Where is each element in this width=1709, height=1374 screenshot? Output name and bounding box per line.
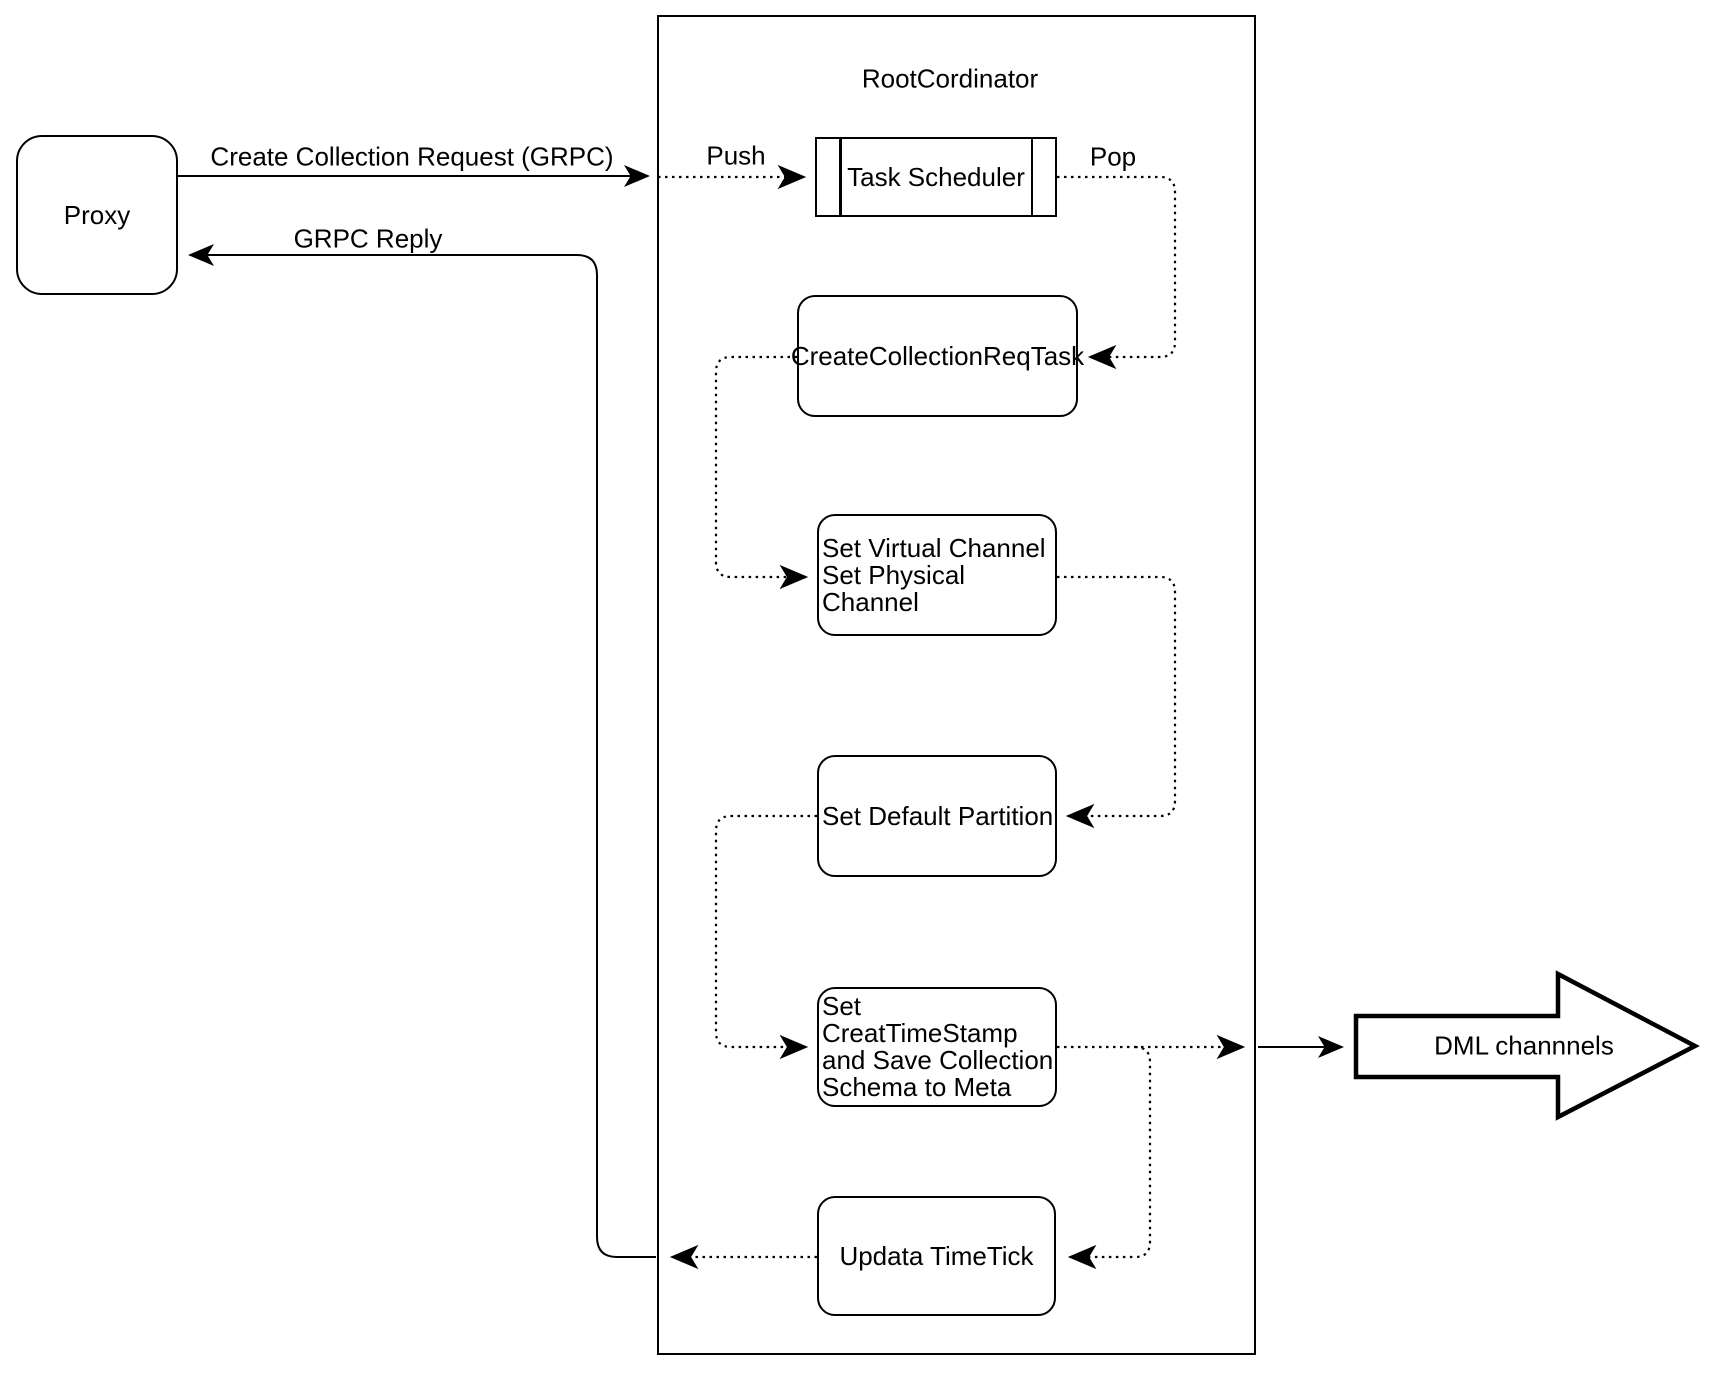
edge-timestamp-to-timetick bbox=[1067, 1045, 1152, 1270]
set-create-timestamp-node: Set CreatTimeStamp and Save Collection S… bbox=[817, 987, 1057, 1107]
proxy-node: Proxy bbox=[16, 135, 178, 295]
edge-partition-to-timestamp bbox=[714, 814, 817, 1060]
edge-pop bbox=[1057, 175, 1177, 370]
edge-label-grpc-reply: GRPC Reply bbox=[293, 223, 443, 254]
root-coordinator-title: RootCordinator bbox=[861, 63, 1039, 94]
set-default-partition-node: Set Default Partition bbox=[817, 755, 1057, 877]
edge-label-pop: Pop bbox=[1089, 141, 1137, 172]
dml-channels-label: DML channnels bbox=[1434, 1030, 1614, 1061]
edge-reqtask-to-channels bbox=[714, 355, 809, 590]
set-channels-node: Set Virtual Channel Set Physical Channel bbox=[817, 514, 1057, 636]
edge-channels-to-partition bbox=[1057, 575, 1177, 829]
edge-label-push: Push bbox=[706, 140, 766, 171]
create-collection-req-task-node: CreateCollectionReqTask bbox=[791, 295, 1084, 417]
edge-grpc-reply bbox=[188, 244, 656, 1258]
task-scheduler-label: Task Scheduler bbox=[847, 161, 1025, 192]
dml-channels-arrow-shape bbox=[1353, 970, 1700, 1121]
queue-bar-left bbox=[839, 139, 842, 215]
queue-bar-right bbox=[1030, 139, 1033, 215]
edge-label-create-collection-request: Create Collection Request (GRPC) bbox=[210, 141, 614, 172]
task-scheduler-node: Task Scheduler bbox=[815, 137, 1057, 217]
root-coordinator-container bbox=[657, 15, 1256, 1355]
update-time-tick-node: Updata TimeTick bbox=[817, 1196, 1056, 1316]
